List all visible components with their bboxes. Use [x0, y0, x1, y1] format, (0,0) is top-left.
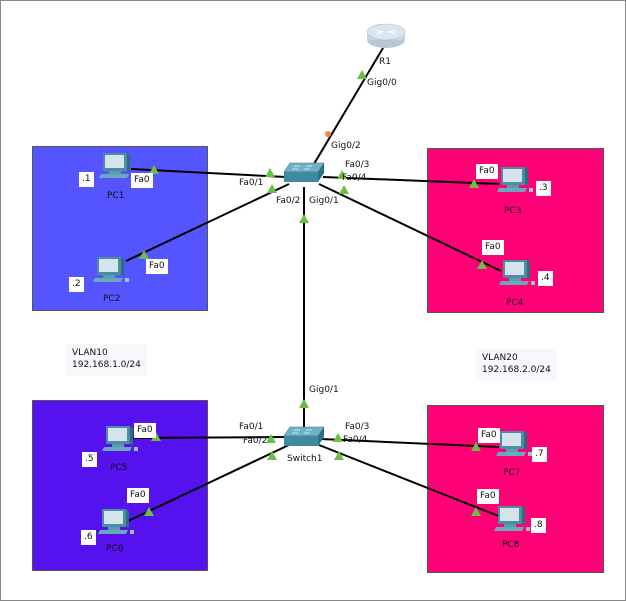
sw0-fa0-3-status-icon: [337, 170, 347, 179]
pc7-fa0-status-icon: [471, 442, 481, 451]
sw0-fa0-1-status-icon: [265, 168, 275, 177]
sw0-port-fa0-2: Fa0/2: [276, 196, 301, 206]
sw0-port-gig0-1: Gig0/1: [309, 196, 339, 206]
sw0-port-gig0-2: Gig0/2: [331, 141, 361, 151]
pc5-name: PC5: [110, 463, 128, 473]
pc7-ip-label: .7: [532, 447, 547, 462]
pc3-fa0-status-icon: [469, 179, 479, 188]
pc3-computer-icon[interactable]: [497, 167, 533, 192]
link-sw0-pc2[interactable]: [125, 183, 290, 262]
sw1-port-gig0-1: Gig0/1: [309, 385, 339, 395]
vlan20-note-subnet: 192.168.2.0/24: [482, 365, 551, 375]
pc4-fa0-status-icon: [477, 260, 487, 269]
pc7-computer-icon[interactable]: [496, 431, 532, 456]
pc4-name: PC4: [506, 298, 524, 308]
pc6-computer-icon[interactable]: [98, 509, 134, 534]
sw1-gig0-1-status-icon: [299, 399, 309, 408]
pc6-ip-label: .6: [81, 530, 96, 545]
r1-gig0-0-status-icon: [357, 70, 367, 79]
link-sw0-pc3[interactable]: [322, 176, 500, 185]
link-r1-sw0[interactable]: [310, 47, 384, 170]
vlan10-note-subnet: 192.168.1.0/24: [72, 360, 141, 370]
vlan20-note: VLAN20 192.168.2.0/24: [476, 349, 557, 381]
pc2-port-label: Fa0: [146, 259, 168, 274]
link-sw1-pc7[interactable]: [320, 438, 500, 448]
pc1-fa0-status-icon: [149, 165, 159, 174]
pc1-ip-label: .1: [79, 172, 94, 187]
sw0-port-fa0-4: Fa0/4: [342, 173, 367, 183]
pc3-port-label: Fa0: [476, 164, 498, 179]
router-icon[interactable]: [366, 23, 406, 48]
pc7-port-label: Fa0: [478, 428, 500, 443]
pc1-port-label: Fa0: [131, 173, 153, 188]
vlan20-note-title: VLAN20: [482, 353, 518, 363]
sw1-fa0-1-status-icon: [266, 434, 276, 443]
sw0-fa0-4-status-icon: [339, 185, 349, 194]
pc8-name: PC8: [502, 540, 520, 550]
sw1-fa0-3-status-icon: [333, 433, 343, 442]
vlan10-note: VLAN10 192.168.1.0/24: [66, 344, 147, 376]
pc4-port-label: Fa0: [482, 240, 504, 255]
sw0-fa0-2-status-icon: [267, 184, 277, 193]
sw1-fa0-4-status-icon: [334, 451, 344, 460]
pc5-fa0-status-icon: [151, 432, 161, 441]
sw0-gig0-2-status-icon: [325, 131, 331, 137]
link-sw0-pc4[interactable]: [318, 183, 502, 272]
switch-icon[interactable]: [283, 162, 325, 182]
sw1-port-fa0-1: Fa0/1: [239, 422, 264, 432]
pc3-ip-label: .3: [536, 181, 551, 196]
pc8-fa0-status-icon: [471, 507, 481, 516]
sw1-fa0-2-status-icon: [267, 451, 277, 460]
pc3-name: PC3: [504, 206, 522, 216]
sw1-port-fa0-2: Fa0/2: [243, 436, 268, 446]
r1-port-gig0-0: Gig0/0: [367, 78, 397, 88]
pc2-fa0-status-icon: [139, 250, 149, 259]
pc5-computer-icon[interactable]: [102, 426, 138, 451]
pc4-computer-icon[interactable]: [499, 260, 535, 285]
vlan10-note-title: VLAN10: [72, 348, 108, 358]
link-sw1-pc8[interactable]: [318, 444, 502, 518]
pc2-ip-label: .2: [69, 277, 84, 292]
link-sw1-pc6[interactable]: [125, 443, 292, 523]
sw0-gig0-1-status-icon: [299, 214, 309, 223]
pc7-name: PC7: [503, 468, 521, 478]
pc1-name: PC1: [107, 191, 125, 201]
pc5-ip-label: .5: [82, 452, 97, 467]
sw1-port-fa0-3: Fa0/3: [345, 422, 370, 432]
pc6-port-label: Fa0: [127, 488, 149, 503]
pc6-fa0-status-icon: [144, 507, 154, 516]
pc8-port-label: Fa0: [477, 489, 499, 504]
router-name: R1: [379, 57, 391, 67]
switch-icon[interactable]: [283, 426, 325, 446]
pc8-computer-icon[interactable]: [494, 506, 530, 531]
pc6-name: PC6: [106, 544, 124, 554]
sw0-port-fa0-3: Fa0/3: [345, 160, 370, 170]
pc8-ip-label: .8: [531, 518, 546, 533]
switch1-name: Switch1: [287, 454, 323, 464]
sw0-port-fa0-1: Fa0/1: [239, 178, 264, 188]
pc2-name: PC2: [103, 294, 121, 304]
sw1-port-fa0-4: Fa0/4: [343, 435, 368, 445]
pc2-computer-icon[interactable]: [93, 257, 129, 282]
pc4-ip-label: .4: [538, 271, 553, 286]
pc1-computer-icon[interactable]: [99, 153, 135, 178]
pc5-port-label: Fa0: [134, 423, 156, 438]
